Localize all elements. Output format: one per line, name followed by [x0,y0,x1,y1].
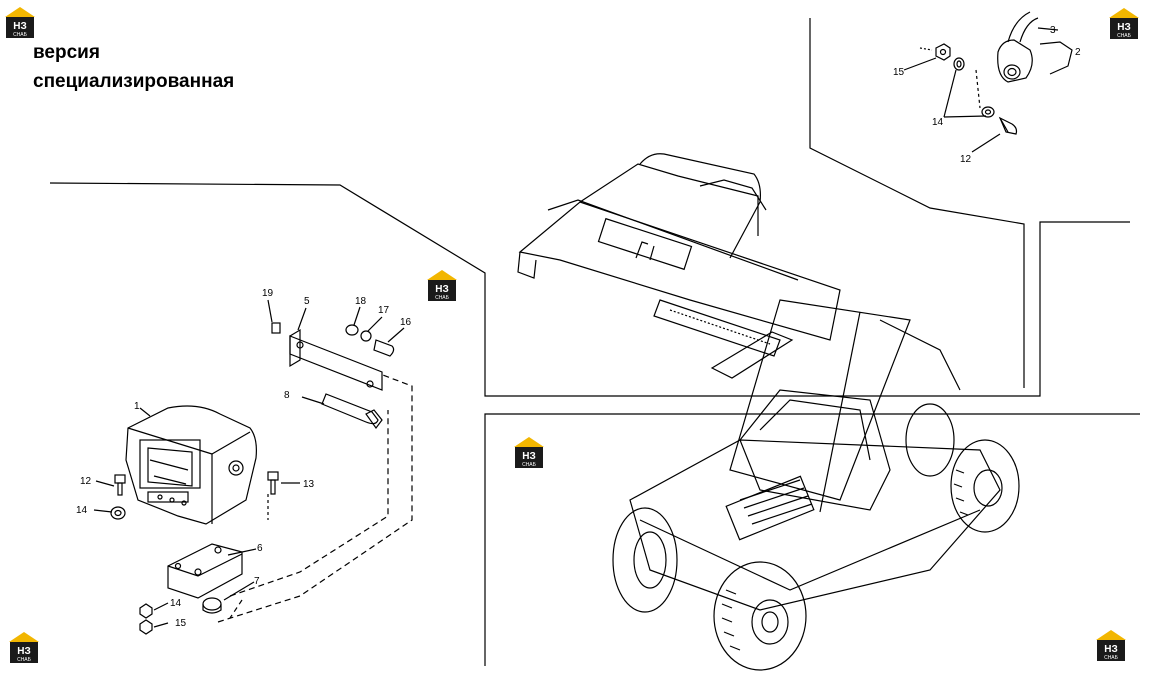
watermark-text-1: НЗ [13,21,27,32]
callout-15: 15 [893,67,905,78]
watermark-logo: НЗ СНАБ [425,268,459,302]
callout-5: 5 [304,296,310,307]
frame-line-bottom [484,413,1140,666]
callout-13: 13 [303,479,315,490]
watermark-text-1: НЗ [435,284,449,295]
frame-line-left [49,182,1130,397]
callout-14: 14 [932,117,944,128]
watermark-text-1: НЗ [522,451,536,462]
title-line-1: версия [33,42,100,63]
watermark-text-1: НЗ [17,646,31,657]
title-line-2: специализированная [33,71,235,92]
callout-7: 7 [254,576,260,587]
watermark-logo: НЗ СНАБ [1107,6,1141,40]
callout-3: 3 [1050,25,1056,36]
watermark-logo: НЗ СНАБ [3,5,37,39]
watermark-text-2: СНАБ [1104,655,1119,661]
watermark-text-2: СНАБ [17,657,32,663]
callout-14c: 14 [170,598,182,609]
callout-12b: 12 [80,476,92,487]
callout-1: 1 [134,401,140,412]
watermark-text-1: НЗ [1104,644,1118,655]
callout-16: 16 [400,317,412,328]
callout-2: 2 [1075,47,1081,58]
callout-6: 6 [257,543,263,554]
watermark-logo: НЗ СНАБ [7,630,41,664]
inset-bracket-assembly [93,299,413,635]
watermark-logo: НЗ СНАБ [1094,628,1128,662]
watermark-text-1: НЗ [1117,22,1131,33]
callout-18: 18 [355,296,367,307]
frame-line-top-right [809,18,1025,388]
callout-12: 12 [960,154,972,165]
callout-8: 8 [284,390,290,401]
reach-stacker-drawing [517,153,1020,671]
watermark-text-2: СНАБ [522,462,537,468]
watermark-text-2: СНАБ [435,295,450,301]
inset-lamp-assembly [903,11,1073,153]
callout-17: 17 [378,305,390,316]
callout-labels: 3 2 15 14 12 19 5 18 17 16 8 1 12 14 13 … [76,25,1081,629]
watermark-text-2: СНАБ [1117,33,1132,39]
watermark-logo: НЗ СНАБ [512,435,546,469]
callout-19: 19 [262,288,274,299]
callout-15b: 15 [175,618,187,629]
watermark-text-2: СНАБ [13,32,28,38]
callout-14b: 14 [76,505,88,516]
